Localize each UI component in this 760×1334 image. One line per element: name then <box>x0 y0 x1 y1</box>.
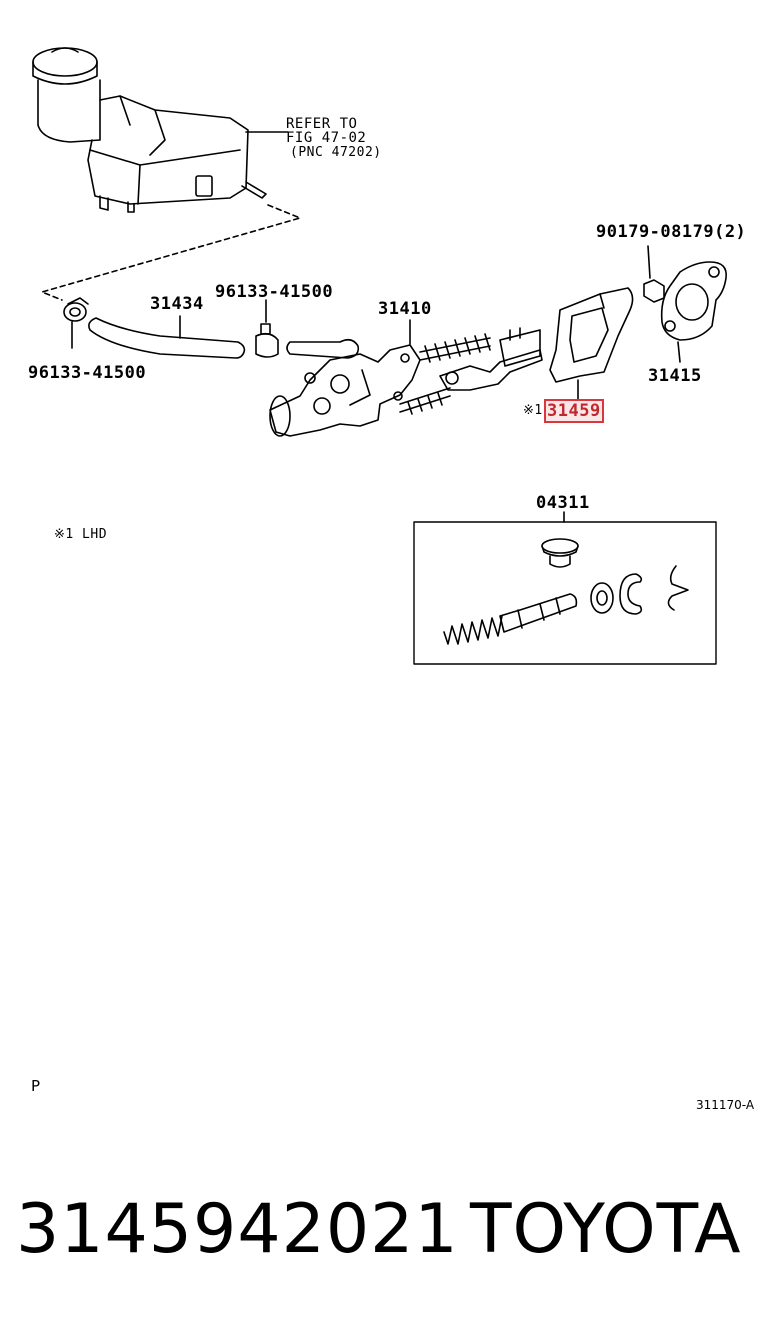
part-label-bolt[interactable]: 90179-08179(2) <box>596 222 747 242</box>
part-label-clamp-left[interactable]: 96133-41500 <box>28 363 147 383</box>
repair-kit-drawing <box>413 511 717 665</box>
footer-brand: TOYOTA <box>470 1190 742 1269</box>
p-mark: P <box>31 1077 41 1095</box>
part-label-hose[interactable]: 31434 <box>150 294 204 314</box>
bolt-drawing <box>643 245 665 303</box>
part-label-kit[interactable]: 04311 <box>536 493 590 513</box>
part-label-cylinder[interactable]: 31410 <box>378 299 432 319</box>
insulator-drawing <box>549 287 634 401</box>
refer-fig-label: FIG 47-02 <box>286 130 367 146</box>
part-label-insulator-highlighted[interactable]: 31459 <box>544 399 604 423</box>
part-label-clamp-mid[interactable]: 96133-41500 <box>215 282 334 302</box>
refer-pnc-label: (PNC 47202) <box>290 145 382 160</box>
master-cylinder-drawing <box>269 319 543 437</box>
refer-to-label: REFER TO <box>286 116 358 132</box>
gasket-drawing <box>660 261 727 363</box>
hose-drawing <box>88 315 246 359</box>
parts-diagram <box>32 47 727 665</box>
insulator-note-mark: ※1 <box>523 403 543 418</box>
figure-code: 311170-A <box>696 1098 755 1112</box>
clamp-left-drawing <box>63 297 89 349</box>
reservoir-tank-drawing <box>32 47 301 301</box>
part-label-gasket[interactable]: 31415 <box>648 366 702 386</box>
footer-part-number: 3145942021 <box>16 1190 459 1269</box>
clamp-mid-drawing <box>255 299 279 358</box>
lhd-note: ※1 LHD <box>54 527 108 542</box>
